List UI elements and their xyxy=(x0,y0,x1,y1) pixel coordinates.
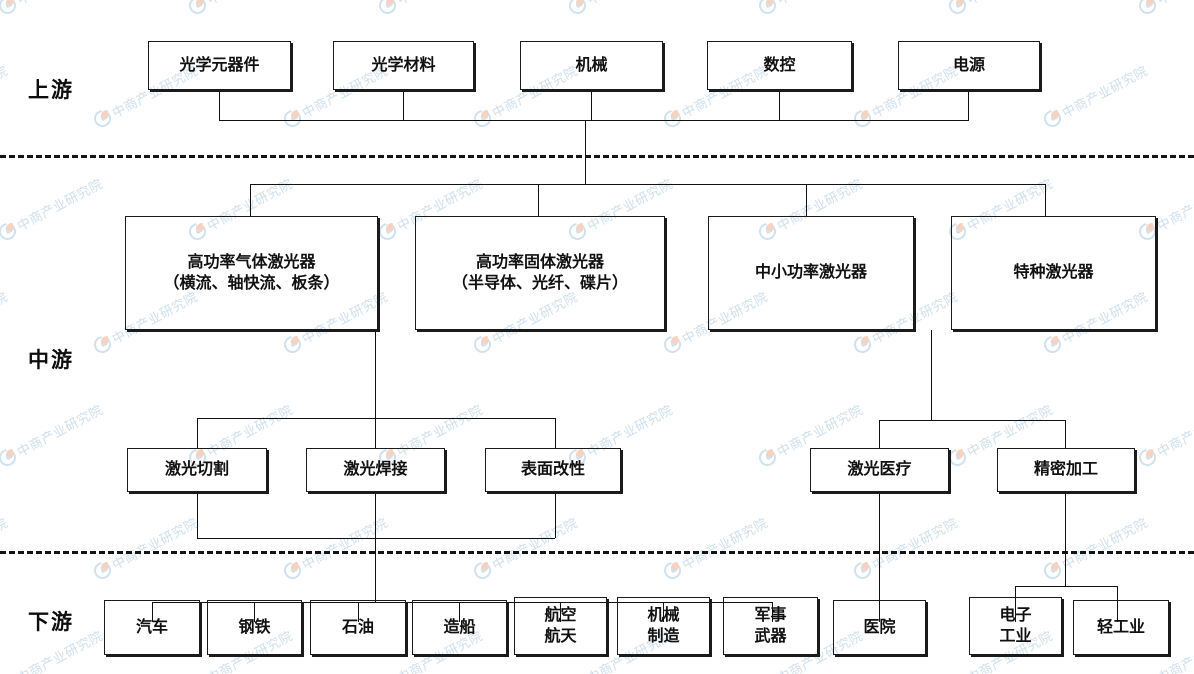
connector-mechanical-drop xyxy=(591,90,592,120)
node-automobile[interactable]: 汽车 xyxy=(104,600,200,655)
node-special-laser[interactable]: 特种激光器 xyxy=(951,216,1156,330)
connector-military-feed xyxy=(772,602,773,622)
connector-laser-welding-feed xyxy=(375,418,376,448)
connector-optical-components-drop xyxy=(219,90,220,120)
node-electronics-industry[interactable]: 电子工业 xyxy=(969,597,1062,655)
connector-surface-modification-feed xyxy=(555,418,556,448)
connector-upstream-bus xyxy=(219,120,969,121)
connector-process-to-downstream-trunk xyxy=(375,538,376,602)
node-optical-materials[interactable]: 光学材料 xyxy=(333,41,474,90)
node-laser-welding[interactable]: 激光焊接 xyxy=(306,448,445,492)
node-high-power-solid-laser[interactable]: 高功率固体激光器（半导体、光纤、碟片） xyxy=(415,216,665,330)
connector-steel-feed xyxy=(254,602,255,622)
connector-laser-cutting-feed xyxy=(197,418,198,448)
connector-surface-modification-down xyxy=(555,492,556,538)
connector-gas-laser-to-processes xyxy=(375,330,376,418)
connector-process-bus xyxy=(197,418,555,419)
node-surface-modification[interactable]: 表面改性 xyxy=(485,448,621,492)
node-steel[interactable]: 钢铁 xyxy=(207,600,302,655)
connector-medium-laser-feed xyxy=(806,184,807,216)
node-optical-components[interactable]: 光学元器件 xyxy=(148,41,291,90)
node-precision-machining[interactable]: 精密加工 xyxy=(997,448,1135,492)
connector-optical-materials-drop xyxy=(403,90,404,120)
connector-petroleum-feed xyxy=(358,602,359,622)
connector-aerospace-feed xyxy=(560,602,561,622)
connector-gas-laser-feed xyxy=(250,184,251,216)
node-petroleum[interactable]: 石油 xyxy=(310,600,406,655)
connector-automobile-feed xyxy=(152,602,153,622)
connector-app-bus-right xyxy=(879,420,1065,421)
connector-solid-laser-feed xyxy=(538,184,539,216)
connector-electronics-feed xyxy=(1015,586,1016,622)
connector-cnc-drop xyxy=(779,90,780,120)
connector-laser-cutting-down xyxy=(197,492,198,538)
connector-downstream-bus xyxy=(152,602,772,603)
node-cnc[interactable]: 数控 xyxy=(707,41,852,90)
node-laser-cutting[interactable]: 激光切割 xyxy=(127,448,267,492)
connector-medium-laser-to-apps xyxy=(931,330,932,420)
connector-laser-medical-to-hospital xyxy=(879,492,880,622)
node-high-power-gas-laser[interactable]: 高功率气体激光器（横流、轴快流、板条） xyxy=(125,216,378,330)
node-medium-small-power-laser[interactable]: 中小功率激光器 xyxy=(708,216,914,330)
connector-laser-welding-down xyxy=(375,492,376,538)
connector-precision-bus xyxy=(1015,586,1117,587)
connector-special-laser-feed xyxy=(1045,184,1046,216)
connector-midstream-bus xyxy=(250,184,1046,185)
node-shipbuilding[interactable]: 造船 xyxy=(412,600,507,655)
node-laser-medical[interactable]: 激光医疗 xyxy=(810,448,949,492)
connector-light-industry-feed xyxy=(1117,586,1118,622)
divider-midstream-downstream xyxy=(0,551,1194,554)
node-light-industry[interactable]: 轻工业 xyxy=(1073,600,1169,655)
node-hospital[interactable]: 医院 xyxy=(833,600,926,655)
divider-upstream-midstream xyxy=(0,155,1194,158)
connector-laser-medical-feed xyxy=(879,420,880,448)
node-aerospace[interactable]: 航空航天 xyxy=(514,597,607,655)
node-machinery-manufacturing[interactable]: 机械制造 xyxy=(617,597,710,655)
node-power-supply[interactable]: 电源 xyxy=(898,41,1040,90)
stage-label-downstream: 下游 xyxy=(28,610,74,634)
connector-power-supply-drop xyxy=(968,90,969,120)
connector-machinery-feed xyxy=(663,602,664,622)
node-mechanical[interactable]: 机械 xyxy=(520,41,663,90)
connector-upstream-trunk xyxy=(585,120,586,184)
connector-precision-machining-down xyxy=(1065,492,1066,586)
stage-label-midstream: 中游 xyxy=(28,348,74,372)
node-military-weapons[interactable]: 军事武器 xyxy=(723,597,818,655)
connector-precision-machining-feed xyxy=(1065,420,1066,448)
connector-shipbuilding-feed xyxy=(459,602,460,622)
connector-process-merge-bus xyxy=(197,538,555,539)
stage-label-upstream: 上游 xyxy=(28,78,74,102)
